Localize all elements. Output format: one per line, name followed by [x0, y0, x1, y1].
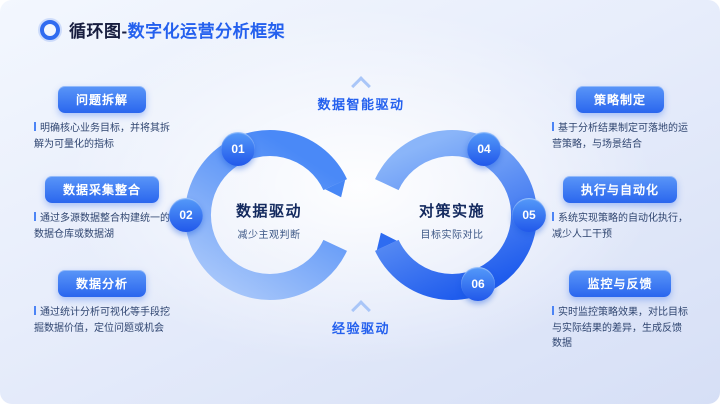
- stage-desc-text: 通过多源数据整合构建统一的数据仓库或数据湖: [34, 213, 170, 240]
- right-node: 对策实施 目标实际对比: [419, 200, 485, 241]
- up-chevron-icon: [351, 76, 371, 96]
- stage-desc-text: 基于分析结果制定可落地的运营策略，与场景结合: [552, 123, 688, 150]
- right-node-subtitle: 目标实际对比: [420, 230, 484, 241]
- stage-pill-execution: 执行与自动化: [562, 176, 677, 203]
- desc-marker: [34, 306, 36, 315]
- desc-marker: [552, 122, 554, 131]
- ring-icon: [40, 19, 60, 40]
- right-loop-arrowhead-icon: [376, 232, 397, 251]
- stage-desc: 实时监控策略效果，对比目标与实际结果的差异，生成反馈数据: [552, 305, 688, 352]
- top-flow-label: 数据智能驱动: [317, 97, 405, 112]
- stage-desc: 明确核心业务目标，并将其拆解为可量化的指标: [34, 121, 170, 152]
- left-loop-arrowhead-icon: [325, 179, 346, 198]
- step-badge-06: 06: [461, 267, 495, 301]
- desc-marker: [34, 122, 36, 131]
- desc-marker: [552, 212, 554, 221]
- stage-item-strategy: 策略制定 基于分析结果制定可落地的运营策略，与场景结合: [552, 86, 688, 152]
- stage-item-problem-breakdown: 问题拆解 明确核心业务目标，并将其拆解为可量化的指标: [34, 86, 170, 152]
- desc-marker: [552, 306, 554, 315]
- stage-pill-data-analysis: 数据分析: [57, 270, 146, 297]
- step-badge-02: 02: [169, 198, 203, 232]
- stage-pill-strategy: 策略制定: [575, 86, 664, 113]
- stage-item-data-analysis: 数据分析 通过统计分析可视化等手段挖掘数据价值，定位问题或机会: [34, 270, 170, 336]
- left-node-subtitle: 减少主观判断: [237, 230, 301, 241]
- page-title: 循环图-数字化运营分析框架: [69, 17, 285, 42]
- stage-desc: 通过统计分析可视化等手段挖掘数据价值，定位问题或机会: [34, 305, 170, 336]
- step-badge-05: 05: [512, 198, 546, 232]
- stage-item-data-collection: 数据采集整合 通过多源数据整合构建统一的数据仓库或数据湖: [34, 176, 170, 242]
- bottom-flow-label: 经验驱动: [331, 321, 391, 336]
- step-badge-01: 01: [221, 132, 255, 166]
- stage-item-execution: 执行与自动化 系统实现策略的自动化执行，减少人工干预: [552, 176, 688, 242]
- stage-desc: 通过多源数据整合构建统一的数据仓库或数据湖: [34, 211, 170, 242]
- stage-desc-text: 通过统计分析可视化等手段挖掘数据价值，定位问题或机会: [34, 307, 170, 334]
- page-title-accent: 数字化运营分析框架: [127, 22, 286, 41]
- stage-desc-text: 实时监控策略效果，对比目标与实际结果的差异，生成反馈数据: [552, 307, 688, 349]
- right-node-title: 对策实施: [418, 203, 486, 220]
- step-badge-04: 04: [467, 132, 501, 166]
- stage-pill-data-collection: 数据采集整合: [44, 176, 159, 203]
- stage-desc-text: 系统实现策略的自动化执行，减少人工干预: [552, 213, 688, 240]
- slide-header: 循环图-数字化运营分析框架: [40, 17, 285, 42]
- stage-desc-text: 明确核心业务目标，并将其拆解为可量化的指标: [34, 123, 170, 150]
- stage-item-monitoring: 监控与反馈 实时监控策略效果，对比目标与实际结果的差异，生成反馈数据: [552, 270, 688, 352]
- stage-pill-monitoring: 监控与反馈: [569, 270, 671, 297]
- left-node-title: 数据驱动: [235, 203, 303, 220]
- left-node: 数据驱动 减少主观判断: [236, 200, 302, 241]
- stage-pill-problem-breakdown: 问题拆解: [57, 86, 146, 113]
- desc-marker: [34, 212, 36, 221]
- stage-desc: 基于分析结果制定可落地的运营策略，与场景结合: [552, 121, 688, 152]
- stage-desc: 系统实现策略的自动化执行，减少人工干预: [552, 211, 688, 242]
- page-title-prefix: 循环图-: [69, 22, 128, 41]
